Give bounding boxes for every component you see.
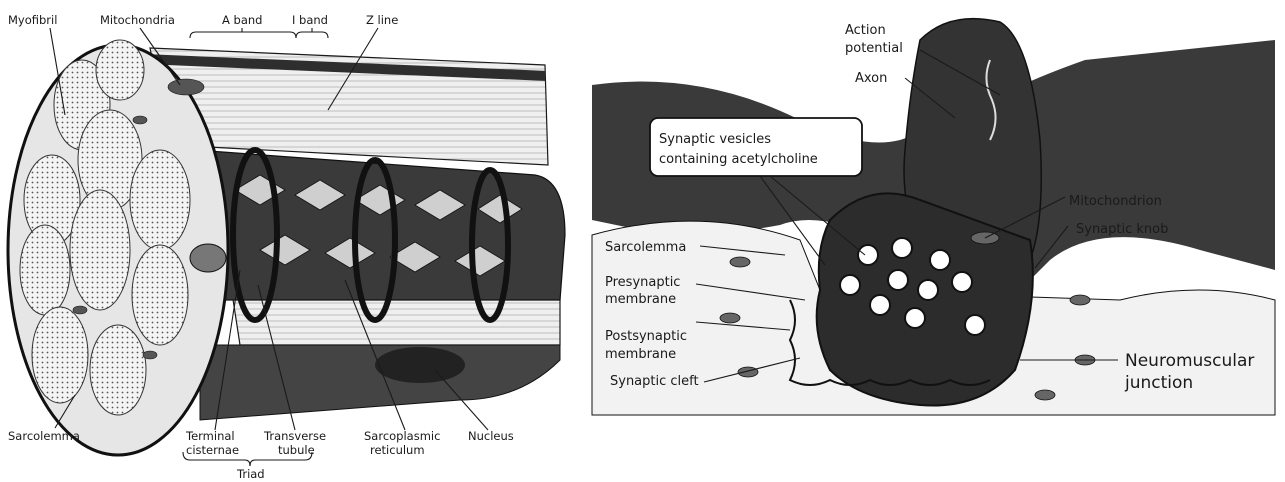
- label-mitochondrion: Mitochondrion: [1069, 194, 1162, 209]
- muscle-fiber-diagram: Myofibril Mitochondria A band I band Z l…: [8, 13, 565, 481]
- label-sarcoplasmic-reticulum-2: reticulum: [370, 443, 425, 457]
- label-neuromuscular-junction-1: Neuromuscular: [1125, 351, 1254, 371]
- label-mitochondria: Mitochondria: [100, 13, 175, 27]
- label-transverse-tubule-1: Transverse: [263, 429, 326, 443]
- sarcolemma-base: [200, 345, 560, 420]
- vesicles-callout-box: [650, 118, 862, 176]
- nucleus: [375, 347, 465, 383]
- label-terminal-cisternae-1: Terminal: [185, 429, 235, 443]
- label-i-band: I band: [292, 13, 328, 27]
- label-sarcolemma: Sarcolemma: [8, 429, 80, 443]
- label-postsynaptic-membrane-2: membrane: [605, 347, 676, 362]
- label-synaptic-vesicles-2: containing acetylcholine: [659, 152, 818, 167]
- label-transverse-tubule-2: tubule: [278, 443, 315, 457]
- label-synaptic-cleft: Synaptic cleft: [610, 374, 699, 389]
- neuromuscular-junction-diagram: Action potential Axon Synaptic vesicles …: [592, 19, 1275, 415]
- label-action-potential-1: Action: [845, 23, 886, 38]
- label-neuromuscular-junction-2: junction: [1124, 373, 1193, 393]
- label-myofibril: Myofibril: [8, 13, 57, 27]
- label-synaptic-vesicles-1: Synaptic vesicles: [659, 132, 771, 147]
- label-a-band: A band: [222, 13, 262, 27]
- label-triad: Triad: [236, 467, 265, 481]
- label-presynaptic-membrane-2: membrane: [605, 292, 676, 307]
- label-axon: Axon: [855, 71, 887, 86]
- label-sarcolemma-nmj: Sarcolemma: [605, 240, 686, 255]
- label-action-potential-2: potential: [845, 41, 903, 56]
- label-synaptic-knob: Synaptic knob: [1076, 222, 1168, 237]
- label-nucleus: Nucleus: [468, 429, 514, 443]
- label-terminal-cisternae-2: cisternae: [186, 443, 239, 457]
- label-sarcoplasmic-reticulum-1: Sarcoplasmic: [364, 429, 440, 443]
- label-postsynaptic-membrane-1: Postsynaptic: [605, 329, 687, 344]
- label-z-line: Z line: [366, 13, 398, 27]
- label-presynaptic-membrane-1: Presynaptic: [605, 275, 680, 290]
